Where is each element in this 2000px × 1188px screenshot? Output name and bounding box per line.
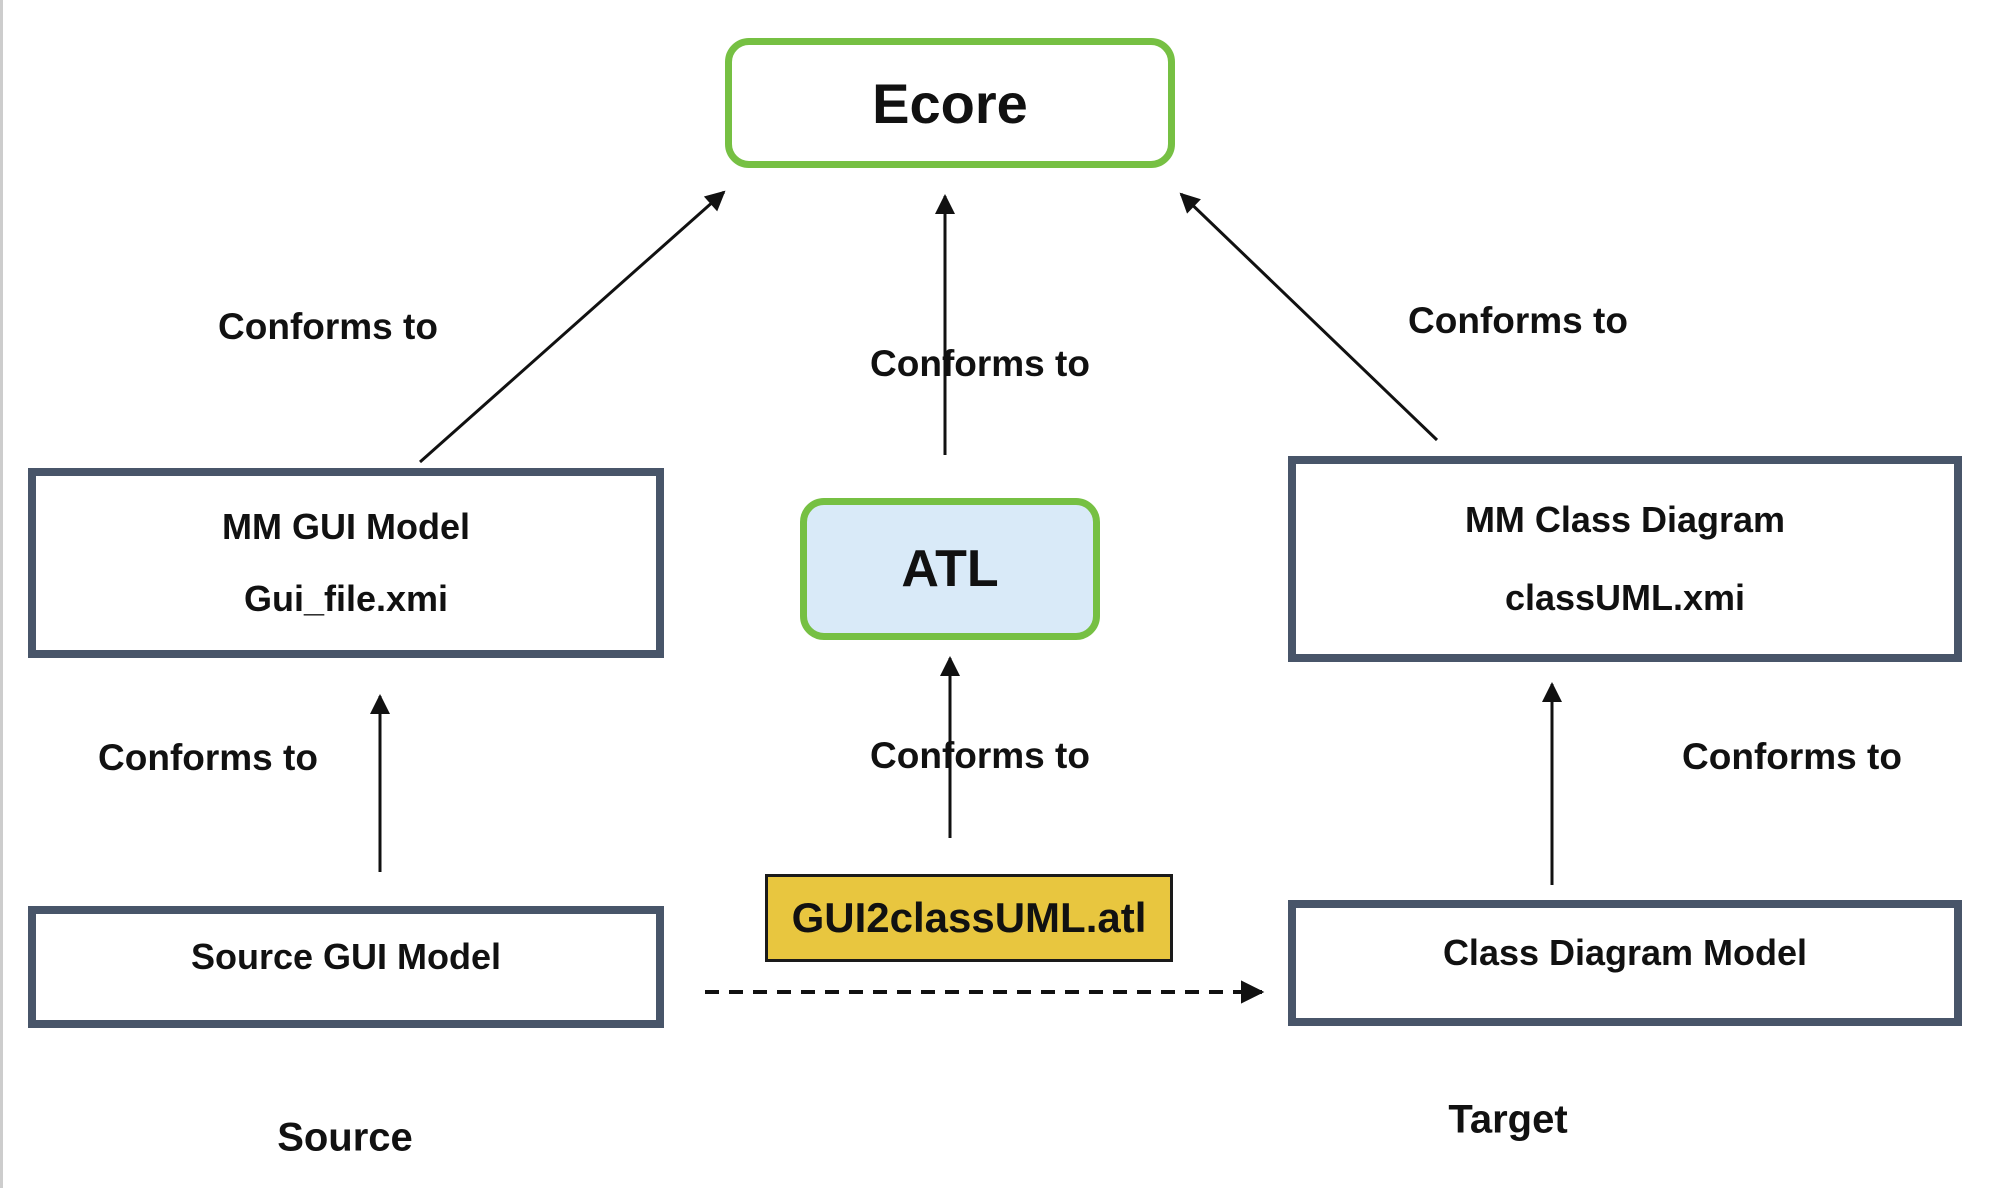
node-atl-file-label: GUI2classUML.atl xyxy=(791,894,1147,941)
node-mm-class-diagram: MM Class Diagram classUML.xmi xyxy=(1288,456,1962,662)
caption-target: Target xyxy=(1448,1097,1568,1142)
edge-label-conforms-to-top-left: Conforms to xyxy=(218,306,438,347)
node-class-diagram-model: Class Diagram Model xyxy=(1288,900,1962,1026)
node-ecore: Ecore xyxy=(725,38,1175,168)
node-atl-file: GUI2classUML.atl xyxy=(765,874,1173,962)
node-mm-gui-model: MM GUI Model Gui_file.xmi xyxy=(28,468,664,658)
caption-source: Source xyxy=(277,1115,413,1160)
node-mm-class-diagram-title: MM Class Diagram xyxy=(1464,499,1786,541)
node-mm-gui-model-title: MM GUI Model xyxy=(222,506,470,547)
node-source-gui-model-label: Source GUI Model xyxy=(190,936,502,977)
node-mm-class-diagram-file: classUML.xmi xyxy=(1504,576,1746,618)
edge-label-conforms-to-mid-right: Conforms to xyxy=(1682,736,1902,777)
node-atl: ATL xyxy=(800,498,1100,640)
edge-label-conforms-to-top-center: Conforms to xyxy=(870,343,1090,384)
node-ecore-label: Ecore xyxy=(872,71,1028,135)
edge-label-conforms-to-top-right: Conforms to xyxy=(1408,300,1628,341)
arrow-mmclass-to-ecore xyxy=(1179,192,1439,442)
edge-label-conforms-to-mid-center: Conforms to xyxy=(870,735,1090,776)
node-source-gui-model: Source GUI Model xyxy=(28,906,664,1028)
node-class-diagram-model-label: Class Diagram Model xyxy=(1442,932,1808,973)
arrow-mmgui-to-ecore xyxy=(419,190,726,464)
edge-label-conforms-to-mid-left: Conforms to xyxy=(98,737,318,778)
page-left-edge-line xyxy=(0,0,3,1188)
node-mm-gui-model-file: Gui_file.xmi xyxy=(243,578,449,619)
node-atl-label: ATL xyxy=(901,540,999,598)
